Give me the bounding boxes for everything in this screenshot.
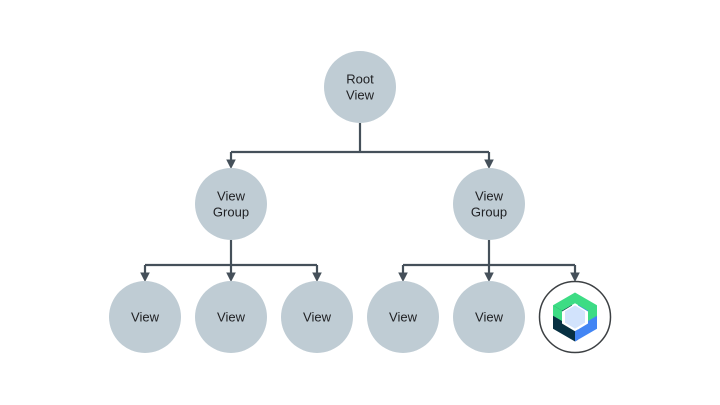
view-3-circle[interactable] (281, 281, 353, 353)
node-view-group-left[interactable]: View Group (195, 168, 267, 240)
compose-logo-top-face-inner-right (588, 305, 597, 321)
compose-logo-top-face (553, 292, 597, 311)
view-group-left-circle[interactable] (195, 168, 267, 240)
connector-group-viewgroup-right (398, 240, 580, 282)
view-1-circle[interactable] (109, 281, 181, 353)
arrowhead-compose-node (570, 272, 580, 282)
node-view-2[interactable]: View (195, 281, 267, 353)
node-view-3[interactable]: View (281, 281, 353, 353)
node-view-group-right[interactable]: View Group (453, 168, 525, 240)
compose-logo-center-hexagon (565, 305, 585, 329)
view-5-circle[interactable] (453, 281, 525, 353)
node-view-4[interactable]: View (367, 281, 439, 353)
node-view-5[interactable]: View (453, 281, 525, 353)
compose-logo-bottom-wedge-right (575, 329, 578, 342)
node-view-1[interactable]: View (109, 281, 181, 353)
node-root-view[interactable]: Root View (324, 51, 396, 123)
connector-group-viewgroup-left (140, 240, 322, 282)
root-view-circle[interactable] (324, 51, 396, 123)
arrowhead-viewgroup-right (484, 159, 494, 169)
view-2-circle[interactable] (195, 281, 267, 353)
jetpack-compose-logo-icon (553, 292, 597, 342)
node-compose[interactable] (538, 280, 612, 354)
arrowhead-view-1 (140, 272, 150, 282)
connector-group-root (226, 123, 494, 169)
arrowhead-view-2 (226, 272, 236, 282)
view-4-circle[interactable] (367, 281, 439, 353)
arrowhead-view-4 (398, 272, 408, 282)
arrowhead-view-3 (312, 272, 322, 282)
arrowhead-view-5 (484, 272, 494, 282)
arrowhead-viewgroup-left (226, 159, 236, 169)
compose-logo-top-face-inner (553, 305, 562, 321)
view-group-right-circle[interactable] (453, 168, 525, 240)
